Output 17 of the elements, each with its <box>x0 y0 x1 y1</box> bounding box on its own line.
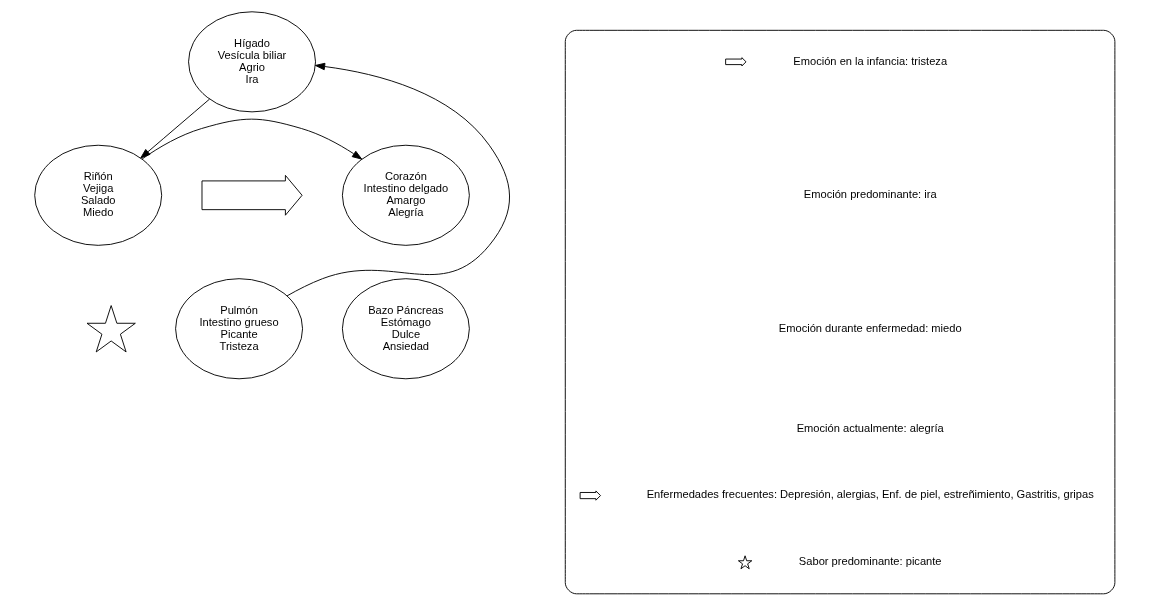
arrow <box>286 62 510 297</box>
node-ellipse: Bazo Páncreas Estómago Dulce Ansiedad <box>341 278 470 380</box>
legend-label: Sabor predominante: picante <box>798 555 942 568</box>
node-ellipse: Corazón Intestino delgado Amargo Alegría <box>341 144 470 246</box>
arrow <box>140 98 211 159</box>
label: Emoción predominante: ira <box>803 188 937 201</box>
node-ellipse: Hígado Vesícula biliar Agrio Ira <box>188 11 316 113</box>
legend-label: Emoción en la infancia: tristeza <box>793 54 948 67</box>
node-box <box>564 29 1116 595</box>
label: Emoción actualmente: alegría <box>796 421 944 434</box>
arrow <box>141 118 363 160</box>
node-star <box>86 305 136 353</box>
node-ellipse: Riñón Vejiga Salado Miedo <box>34 144 163 246</box>
label: Emoción durante enfermedad: miedo <box>778 321 962 334</box>
legend-label: Enfermedades frecuentes: Depresión, alergias, Enf. de piel, estreñimiento, Gastritis, gripas <box>646 488 1094 501</box>
node-arrow <box>201 174 303 216</box>
node-ellipse: Pulmón Intestino grueso Picante Tristeza <box>175 278 303 380</box>
